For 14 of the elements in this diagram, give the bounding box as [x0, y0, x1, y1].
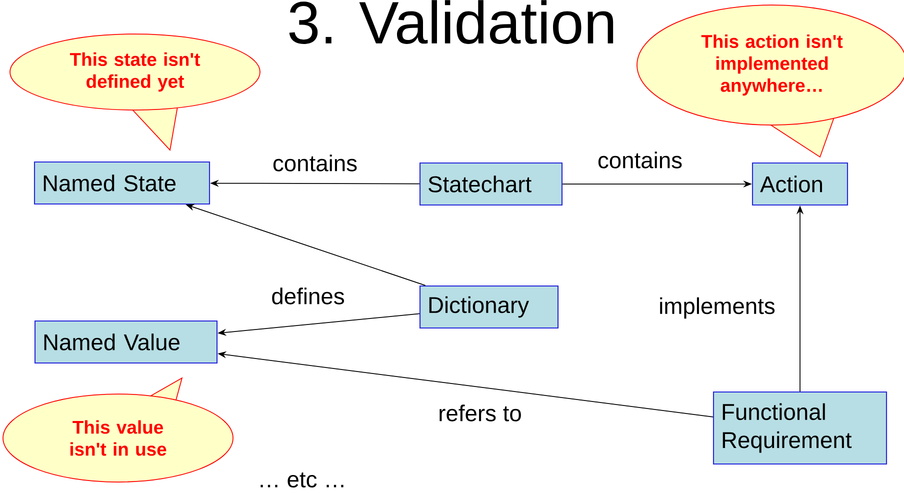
edge-label: defines: [269, 286, 347, 306]
entity-box: Named State: [34, 161, 210, 205]
entity-box: Named Value: [34, 320, 218, 364]
note: … etc …: [260, 472, 344, 488]
entity-box: Action: [752, 162, 848, 206]
entity-box: Functional Requirement: [712, 391, 888, 465]
speech-bubble: This value isn't in use: [2, 377, 234, 482]
entity-box: Dictionary: [419, 285, 559, 329]
edge-label: contains: [270, 152, 360, 174]
edge-label: refers to: [436, 402, 524, 424]
title: 3. Validation: [289, 0, 614, 44]
edge-label: implements: [656, 296, 778, 320]
entity-box: Statechart: [419, 162, 563, 206]
speech-bubble: This state isn't defined yet: [10, 34, 260, 151]
